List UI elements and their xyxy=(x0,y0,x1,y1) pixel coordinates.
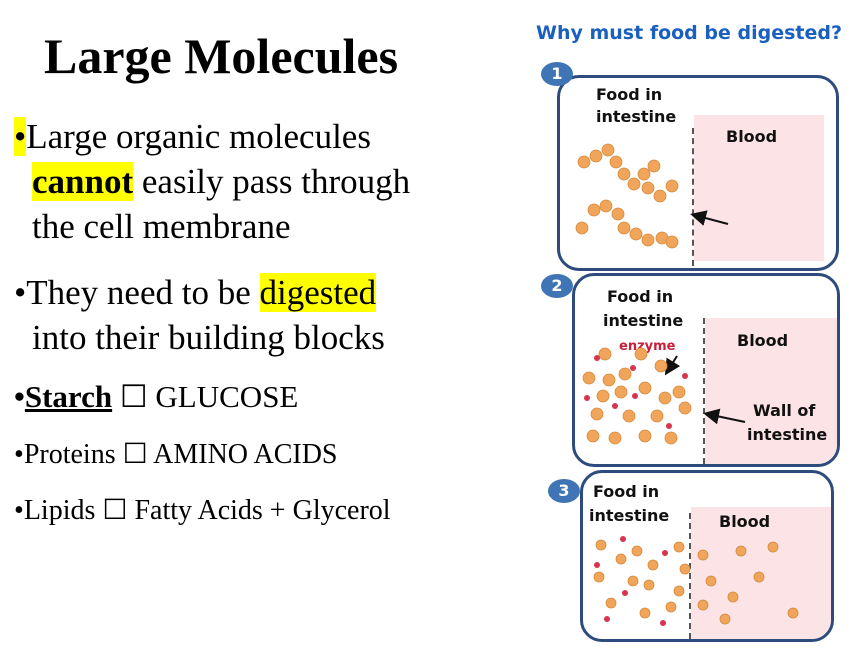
lipids-text: Lipids ☐ Fatty Acids + Glycerol xyxy=(23,495,391,526)
food-label-line-1: Food in xyxy=(593,482,660,501)
bullet-need-digested: •They need to be digested xyxy=(14,270,377,315)
step-badge-2: 2 xyxy=(541,274,573,298)
arrow-icon xyxy=(703,408,746,425)
enzyme-dots xyxy=(584,355,688,429)
absorbed-molecules xyxy=(593,539,799,625)
food-label-line-2: intestine xyxy=(589,506,670,525)
panel-2-graphics xyxy=(582,347,746,445)
wall-label-line-2: intestine xyxy=(747,425,828,444)
molecule-chains xyxy=(575,143,679,249)
bullet-lipids: •Lipids ☐ Fatty Acids + Glycerol xyxy=(14,494,391,528)
bullet-1-line-2-rest: easily pass through xyxy=(133,162,411,201)
starch-rest: ☐ GLUCOSE xyxy=(112,379,299,414)
intestine-wall-line xyxy=(703,318,705,464)
blood-region xyxy=(705,318,837,464)
blood-label: Blood xyxy=(726,127,778,146)
blood-label: Blood xyxy=(719,512,771,531)
blood-region xyxy=(694,115,824,261)
arrow-icon xyxy=(690,210,729,226)
highlight-cannot: cannot xyxy=(32,162,134,201)
food-label-line-2: intestine xyxy=(603,311,684,330)
panel-1: Food in intestine Blood xyxy=(557,75,839,271)
bullet-marker: • xyxy=(14,439,24,470)
bullet-1-line-1: Large organic molecules xyxy=(26,117,371,156)
bullet-marker: • xyxy=(14,117,27,156)
bullet-marker: • xyxy=(14,495,24,526)
bullet-2-line-2: into their building blocks xyxy=(32,318,385,357)
proteins-text: Proteins ☐ AMINO ACIDS xyxy=(23,439,338,470)
panel-1-graphics xyxy=(575,143,729,249)
blood-label: Blood xyxy=(737,331,789,350)
bullet-large-molecules: •Large organic molecules xyxy=(14,114,371,159)
starch-label: Starch xyxy=(24,379,113,414)
panel-2: Food in intestine Blood enzyme Wall of i… xyxy=(572,273,840,467)
panel-3: Food in intestine Blood xyxy=(580,470,834,642)
food-label-line-1: Food in xyxy=(596,85,663,104)
step-badge-3: 3 xyxy=(548,479,580,503)
intestine-wall-line xyxy=(689,513,691,639)
bullet-proteins: •Proteins ☐ AMINO ACIDS xyxy=(14,438,338,472)
bullet-1-line-2: cannot easily pass through xyxy=(14,159,410,204)
food-label-line-2: intestine xyxy=(596,107,677,126)
wall-label-line-1: Wall of xyxy=(753,401,816,420)
step-badge-1: 1 xyxy=(541,62,573,86)
intestine-wall-line xyxy=(692,128,694,266)
slide-title: Large Molecules xyxy=(44,28,399,84)
arrow-icon xyxy=(664,355,681,376)
bullet-1-line-3: the cell membrane xyxy=(32,207,291,246)
diagram-title: Why must food be digested? xyxy=(536,22,843,44)
bullet-marker: • xyxy=(14,379,25,414)
bullet-2-pre: They need to be xyxy=(26,273,260,312)
enzyme-label: enzyme xyxy=(619,339,676,354)
enzyme-dots xyxy=(594,536,668,626)
bullet-starch: •Starch ☐ GLUCOSE xyxy=(14,378,298,416)
small-molecules xyxy=(582,347,692,445)
food-label-line-1: Food in xyxy=(607,287,674,306)
highlight-digested: digested xyxy=(259,273,377,312)
panel-3-graphics xyxy=(593,536,799,626)
bullet-marker: • xyxy=(14,273,27,312)
